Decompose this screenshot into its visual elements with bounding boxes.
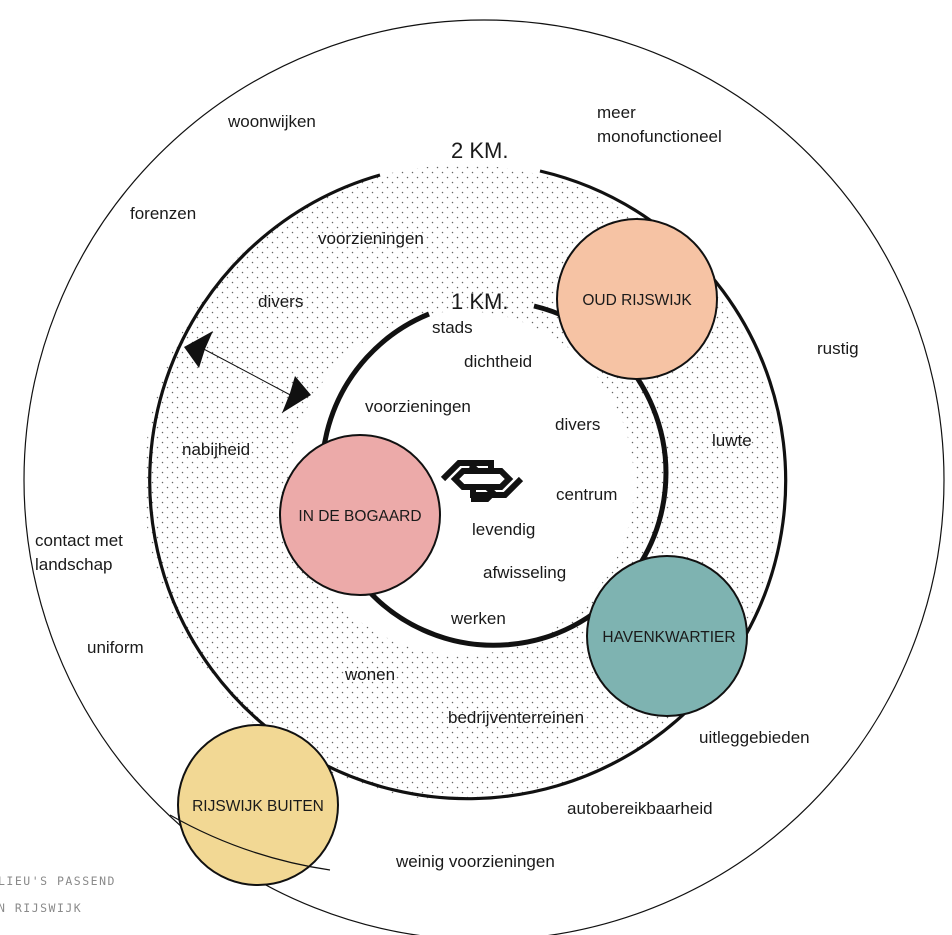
- label-meer: meer: [597, 103, 636, 122]
- distance-arrow: [184, 331, 311, 413]
- havenkwartier-circle: [586, 555, 748, 717]
- label-landschap: landschap: [35, 555, 113, 574]
- ring-2km-label: 2 KM.: [451, 138, 508, 163]
- caption-line-1: LIEU'S PASSEND: [0, 874, 116, 888]
- outer-circle-overlap: [169, 814, 331, 871]
- rijswijk-buiten-label: RIJSWIJK BUITEN: [192, 798, 324, 815]
- rijswijk-buiten-circle: [177, 724, 339, 886]
- label-bedrijventerreinen: bedrijventerreinen: [448, 708, 584, 727]
- label-centrum: centrum: [556, 485, 617, 504]
- label-weinig-voorzieningen: weinig voorzieningen: [395, 852, 555, 871]
- oud-rijswijk-circle: [556, 218, 718, 380]
- label-luwte: luwte: [712, 431, 752, 450]
- ring-1km-label: 1 KM.: [451, 289, 508, 314]
- ring-1km-circle: [319, 303, 669, 648]
- in-de-bogaard-circle: [279, 434, 441, 596]
- in-de-bogaard-label: IN DE BOGAARD: [298, 508, 421, 525]
- caption-line-2: N RIJSWIJK: [0, 901, 83, 915]
- label-divers-inner: divers: [555, 415, 600, 434]
- havenkwartier-label: HAVENKWARTIER: [602, 629, 735, 646]
- label-afwisseling: afwisseling: [483, 563, 566, 582]
- label-woonwijken: woonwijken: [227, 112, 316, 131]
- label-forenzen: forenzen: [130, 204, 196, 223]
- arrow-head-inner: [282, 376, 311, 413]
- label-nabijheid: nabijheid: [182, 440, 250, 459]
- ring-2km-circle: [148, 169, 788, 801]
- label-contact-met: contact met: [35, 531, 123, 550]
- label-levendig: levendig: [472, 520, 535, 539]
- label-dichtheid: dichtheid: [464, 352, 532, 371]
- label-autobereikbaarheid: autobereikbaarheid: [567, 799, 713, 818]
- label-voorzieningen-inner: voorzieningen: [365, 397, 471, 416]
- oud-rijswijk-label: OUD RIJSWIJK: [582, 292, 692, 309]
- label-voorzieningen-middle: voorzieningen: [318, 229, 424, 248]
- label-werken: werken: [450, 609, 506, 628]
- label-rustig: rustig: [817, 339, 859, 358]
- label-stads: stads: [432, 318, 473, 337]
- label-uniform: uniform: [87, 638, 144, 657]
- label-monofunctioneel: monofunctioneel: [597, 127, 722, 146]
- label-divers-middle: divers: [258, 292, 303, 311]
- ns-logo-icon: [440, 460, 524, 502]
- label-wonen: wonen: [344, 665, 395, 684]
- arrow-head-outer: [184, 331, 213, 368]
- label-uitleggebieden: uitleggebieden: [699, 728, 810, 747]
